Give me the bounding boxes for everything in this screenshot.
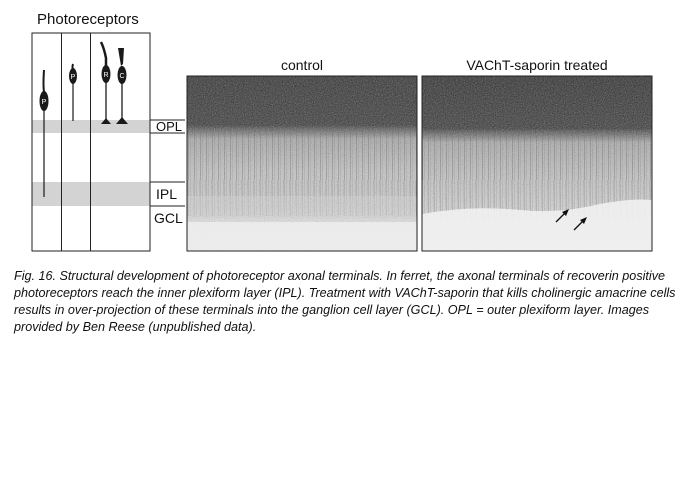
cell-label: P	[71, 74, 76, 81]
cell-label: P	[42, 99, 47, 106]
figure-caption: Fig. 16. Structural development of photo…	[14, 269, 676, 334]
photoreceptor-cell-p1: P	[39, 69, 49, 197]
arrow-icon	[573, 217, 587, 231]
arrow-icon	[555, 209, 569, 223]
photoreceptor-cell-cone: C	[116, 48, 128, 124]
gcl-label: GCL	[154, 210, 183, 226]
photoreceptor-cell-p2: P	[69, 63, 77, 121]
control-micrograph	[186, 75, 418, 252]
cell-label: C	[119, 73, 124, 80]
photoreceptor-diagram: P P R C	[31, 32, 653, 252]
cell-label: R	[103, 72, 108, 79]
photoreceptor-cell-rod: R	[99, 41, 111, 124]
control-panel-label: control	[280, 57, 324, 73]
diagram-title: Photoreceptors	[37, 11, 139, 28]
treated-panel-label: VAChT-saporin treated	[466, 57, 608, 73]
treated-micrograph	[421, 75, 653, 252]
opl-label: OPL	[156, 119, 183, 134]
ipl-label: IPL	[156, 186, 178, 202]
